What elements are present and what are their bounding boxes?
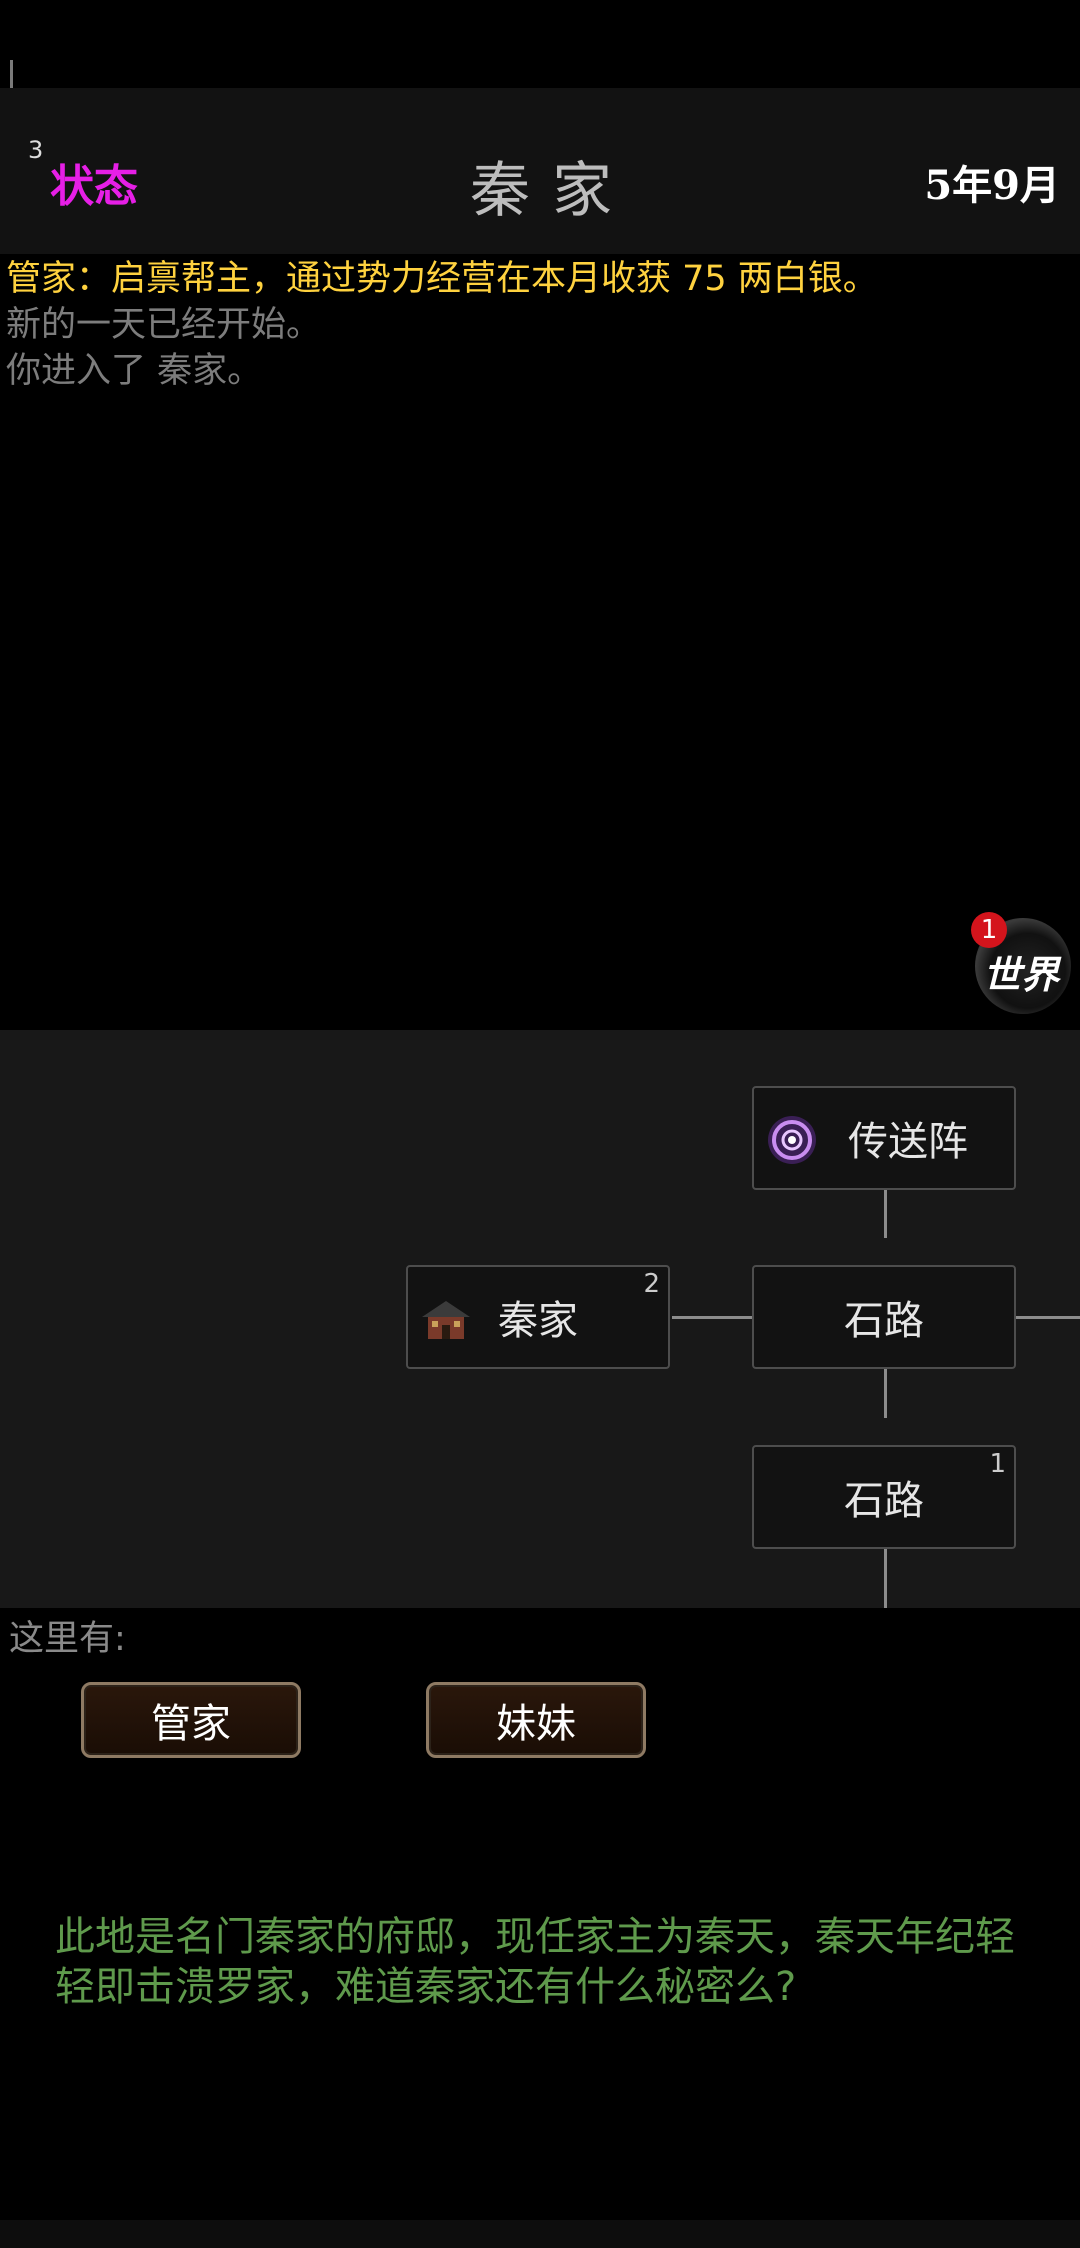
node-label: 传送阵: [848, 1119, 968, 1165]
map-path: [672, 1316, 752, 1319]
top-header: [0, 88, 1080, 254]
magic-circle-icon: [768, 1116, 816, 1164]
map-path: [884, 1548, 887, 1608]
map-node-stone-road-lower[interactable]: 石路 1: [752, 1445, 1016, 1549]
log-line: 新的一天已经开始。: [6, 305, 322, 345]
map-node-qin-home[interactable]: 秦家 2: [406, 1265, 670, 1369]
bottom-bar: [0, 2220, 1080, 2248]
map-path: [884, 1188, 887, 1238]
map-node-teleport[interactable]: 传送阵: [752, 1086, 1016, 1190]
node-label: 石路: [844, 1478, 924, 1524]
status-count: 3: [28, 136, 44, 164]
world-button-label: 世界: [983, 952, 1060, 997]
node-count: 1: [989, 1449, 1006, 1479]
log-line: 管家：启禀帮主，通过势力经营在本月收获 75 两白银。: [6, 259, 878, 299]
game-date: 5年9月: [924, 162, 1060, 209]
house-icon: [422, 1301, 470, 1339]
here-label: 这里有:: [9, 1619, 126, 1659]
status-button[interactable]: 状态: [50, 161, 138, 212]
map-node-stone-road[interactable]: 石路: [752, 1265, 1016, 1369]
node-count: 2: [643, 1269, 660, 1299]
log-line: 你进入了 秦家。: [6, 351, 263, 391]
node-label: 秦家: [498, 1298, 578, 1344]
location-description: 此地是名门秦家的府邸，现任家主为秦天，秦天年纪轻轻即击溃罗家，难道秦家还有什么秘…: [55, 1914, 1015, 2010]
npc-button-sister[interactable]: 妹妹: [426, 1682, 646, 1758]
node-label: 石路: [844, 1298, 924, 1344]
location-title: 秦家: [470, 156, 634, 226]
message-log: 管家：启禀帮主，通过势力经营在本月收获 75 两白银。 新的一天已经开始。 你进…: [6, 256, 878, 394]
map-panel: 传送阵 秦家 2 石路 石路 1: [0, 1030, 1080, 1608]
npc-button-steward[interactable]: 管家: [81, 1682, 301, 1758]
notification-badge: 1: [971, 912, 1007, 948]
map-path: [884, 1368, 887, 1418]
world-button[interactable]: 世界 1: [971, 912, 1071, 1014]
map-path: [1016, 1316, 1080, 1319]
